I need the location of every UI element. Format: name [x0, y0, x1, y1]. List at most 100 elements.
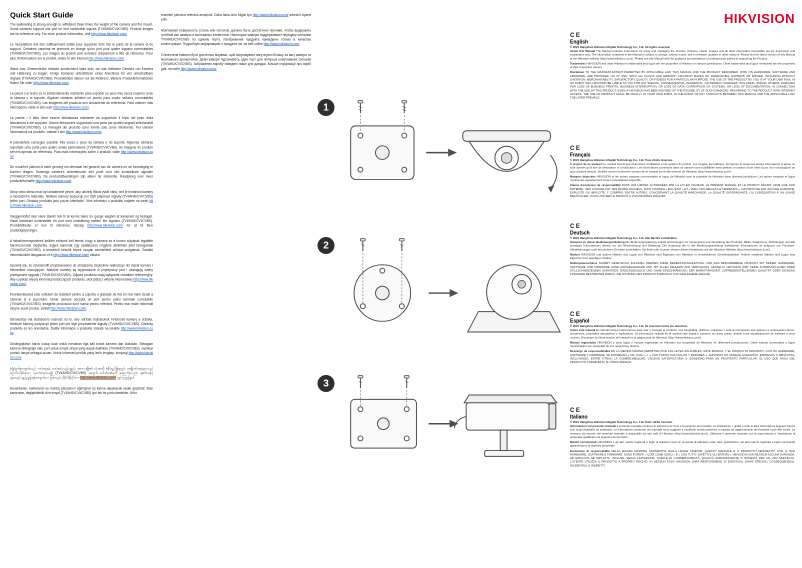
paragraph-text: .: [13, 155, 15, 159]
legal-paragraph: Sobre este manual El manual incluye inst…: [570, 329, 795, 340]
hikvision-website-link[interactable]: http://www.hikvision.com/: [91, 32, 127, 36]
hikvision-website-link[interactable]: http://www.hikvision.com/: [65, 130, 102, 135]
hikvision-website-link[interactable]: http://www.hikvision.com/: [10, 327, 153, 336]
legal-text: HIKVISION and other Hikvision’s trademar…: [570, 62, 795, 70]
hikvision-website-link[interactable]: http://www.hikvision.com/: [10, 150, 153, 159]
paragraph-turkish: Duvar/tavan, kameranın ve montaj parçası…: [10, 386, 153, 395]
hikvision-website-link[interactable]: http://www.hikvision.com/: [252, 13, 289, 18]
legal-text: DANS LES LIMITES AUTORISÉES PAR LA LOI E…: [570, 184, 795, 199]
paragraph-text: Væggen/loftet skal være stærkt nok til a…: [10, 214, 153, 228]
paragraph-text: for at få flere produktoplysninger.: [10, 224, 153, 233]
paragraph-text: adresini ziyaret edin.: [161, 13, 311, 22]
language-heading-german: Deutsch: [570, 230, 590, 237]
legal-heading: Marques déposées: [570, 175, 597, 179]
anchor-screw-icon: [360, 238, 405, 303]
legal-paragraph: Marchi commerciali HIKVISION e gli altri…: [570, 441, 795, 448]
paragraph-text: .: [21, 356, 23, 360]
legal-paragraph: Clause d’exclusion de responsabilité DAN…: [570, 184, 795, 199]
paragraph-text: Duvar/tavan, kameranın ve montaj parçası…: [10, 386, 153, 395]
rotation-arrow-icon: [550, 154, 558, 190]
legal-text: The Manual includes instructions for usi…: [570, 50, 796, 61]
legal-text: NELLA MISURA MASSIMA CONSENTITA DALLA LE…: [570, 449, 795, 468]
hikvision-website-link[interactable]: http://www.hikvision.com/: [10, 351, 153, 360]
hikvision-website-link[interactable]: http://www.hikvision.com/: [80, 376, 116, 380]
paragraph-text: .: [68, 81, 70, 85]
next-arrow-icon: [428, 419, 459, 428]
paragraph-text: Peretele/tavanul este suficient de rezis…: [10, 293, 153, 311]
middle-text-column: resimleri yalnızca referans amaçlıdır. D…: [161, 13, 311, 77]
legal-heading: Marken: [570, 253, 582, 257]
anchor-screw-icon: [357, 375, 410, 406]
paragraph-ukrainian: Стіна/стеля повинні бути достатньо міцни…: [161, 53, 311, 72]
hikvision-website-link[interactable]: http://www.hikvision.com/: [87, 224, 124, 228]
dome-camera-illustration: [462, 130, 558, 193]
paragraph-text: .: [101, 130, 103, 135]
copyright-line: © 2021 Hangzhou Hikvision Digital Techno…: [570, 159, 673, 162]
paragraph-text: Le mur/plafond doit être suffisamment so…: [10, 42, 153, 61]
legal-paragraph: Informazioni sul presente manuale Il pre…: [570, 425, 795, 440]
step-1-badge: 1: [317, 99, 335, 116]
legal-heading: Informazioni sul presente manuale: [570, 425, 617, 428]
paragraph-text: တွင် ကြည့်ရှုပါ။: [115, 376, 135, 380]
paragraph-text: .: [124, 56, 126, 61]
paragraph-text: နံရံ/မျက်နှာကျက်သည် ကင်မရာနှင့် တပ်ဆင်သည…: [10, 366, 153, 380]
multilingual-instructions-continued: resimleri yalnızca referans amaçlıdır. D…: [161, 13, 311, 71]
language-heading-english: English: [570, 39, 589, 46]
paragraph-danish: Væggen/loftet skal være stærkt nok til a…: [10, 214, 153, 233]
legal-heading: Disclaimer: [570, 71, 586, 75]
hikvision-website-link[interactable]: http://www.hikvision.com/: [180, 67, 217, 71]
legal-heading: Hinweise zu dieser Bedienungsanleitung: [570, 241, 626, 244]
legal-heading: Trademarks: [570, 62, 587, 66]
hikvision-website-link[interactable]: http://www.hikvision.com/: [53, 105, 89, 110]
hikvision-website-link[interactable]: http://www.hikvision.com/: [263, 42, 300, 47]
legal-heading: Clause d’exclusion de responsabilité: [570, 184, 622, 188]
paragraph-polish: Upewnij się, że ściana/sufit przystosowa…: [10, 263, 153, 286]
ce-mark-icon: CE: [570, 406, 582, 414]
legal-text: HIKVISION y otros logos y marcas registr…: [570, 341, 795, 349]
page-title: Quick Start Guide: [10, 11, 74, 20]
bullet-camera-installation-diagram: [350, 375, 558, 457]
hikvision-website-link[interactable]: http://www.hikvision.com/: [33, 81, 69, 85]
legal-text: Ce manuel fournit des instructions d’uti…: [570, 163, 795, 174]
turret-camera-illustration: [466, 264, 561, 333]
hikvision-website-link[interactable]: http://www.hikvision.com/: [10, 199, 153, 208]
legal-paragraph: Marcas registradas HIKVISION y otros log…: [570, 341, 795, 348]
paragraph-romanian: Peretele/tavanul este suficient de rezis…: [10, 293, 153, 312]
hikvision-website-link[interactable]: http://www.hikvision.com/: [88, 56, 125, 61]
paragraph-dutch: De muur/het plafond is sterk genoeg om d…: [10, 165, 153, 184]
paragraph-text: .: [216, 67, 218, 71]
paragraph-indonesian: Dinding/plafon harus cukup kuat untuk me…: [10, 342, 153, 361]
paragraph-text: .: [86, 307, 88, 311]
legal-sections: CE English © 2021 Hangzhou Hikvision Digit…: [570, 32, 795, 525]
legal-text: HIKVISION und andere Marken und Logos vo…: [570, 253, 795, 261]
paragraph-hungarian: A falnak/mennyezetnek kellően erősnek ke…: [10, 239, 153, 258]
next-arrow-icon: [428, 289, 459, 297]
paragraph-text: Upewnij się, że ściana/sufit przystosowa…: [10, 263, 153, 282]
left-text-column: Quick Start Guide The wall/ceiling is st…: [10, 11, 153, 402]
paragraph-text: resimleri yalnızca referans amaçlıdır. D…: [161, 13, 253, 18]
turret-camera-installation-diagram: [353, 238, 561, 333]
ce-mark-icon: CE: [570, 144, 582, 152]
paragraph-text: Dinding/plafon harus cukup kuat untuk me…: [10, 342, 153, 356]
paragraph-text: A parede/teto consegue suportar três vez…: [10, 141, 153, 154]
installation-step-3: 3: [317, 371, 568, 496]
hikvision-website-link[interactable]: http://www.hikvision.com/: [53, 253, 90, 257]
bullet-camera-illustration: [453, 394, 558, 457]
wall-mounting-plate: [350, 398, 417, 449]
paragraph-text: .: [25, 282, 27, 287]
paragraph-text: Stena/strop má dostatočnú nosnosť na to,…: [10, 317, 153, 331]
hikvision-website-link[interactable]: http://www.hikvision.com/: [35, 179, 72, 184]
paragraph-text: De muur/het plafond is sterk genoeg om d…: [10, 165, 153, 184]
paragraph-text: .: [13, 331, 15, 336]
hikvision-website-link[interactable]: http://www.hikvision.com/: [50, 307, 87, 311]
language-heading-french: Français: [570, 152, 591, 159]
legal-paragraph: Disclaimer TO THE MAXIMUM EXTENT PERMITT…: [570, 71, 795, 100]
hikvision-website-link[interactable]: http://www.hikvision.com/: [10, 277, 153, 287]
